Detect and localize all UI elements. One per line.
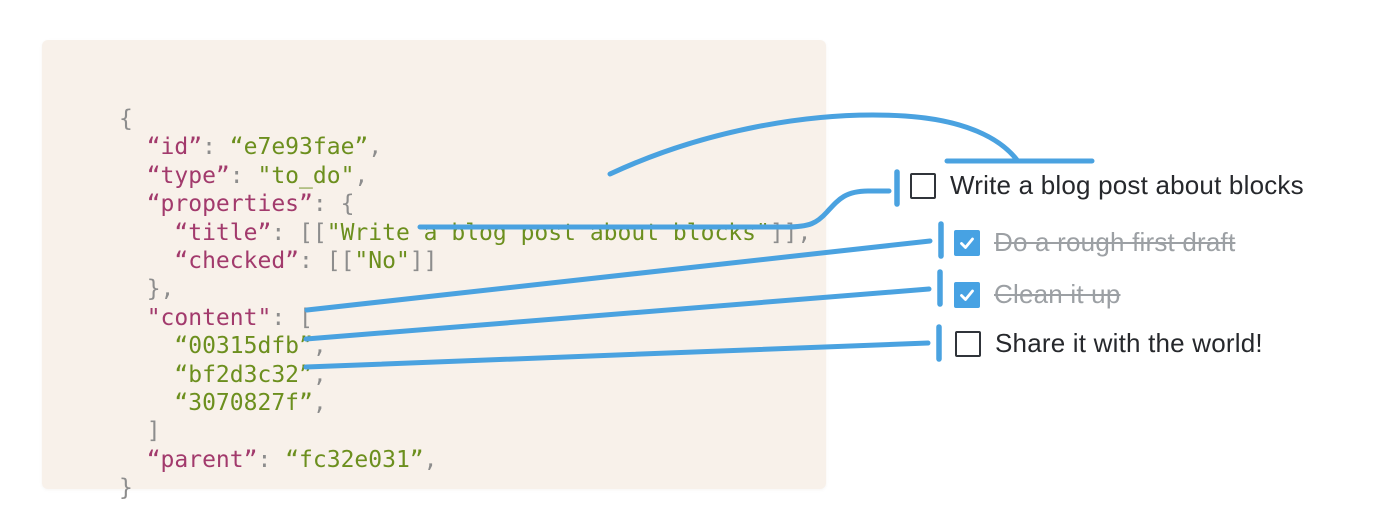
code-token: :: [202, 134, 230, 161]
code-line: “parent”: “fc32e031”,: [119, 446, 811, 474]
todo-item: Do a rough first draft: [954, 227, 1236, 257]
code-token: “3070827f”: [119, 389, 313, 416]
code-token: {: [119, 106, 133, 132]
code-token: : [[: [271, 219, 327, 246]
code-line: }: [119, 474, 811, 502]
code-line: “3070827f”,: [119, 389, 811, 417]
checkbox-checked-icon[interactable]: [954, 281, 980, 308]
todo-label: Do a rough first draft: [994, 227, 1236, 257]
code-token: “type”: [119, 162, 230, 189]
todo-item: Write a blog post about blocks: [910, 170, 1304, 200]
code-line: “bf2d3c32”,: [119, 361, 811, 389]
code-token: },: [119, 276, 175, 303]
code-token: ,: [354, 162, 369, 189]
todo-item: Share it with the world!: [955, 328, 1263, 358]
code-line: "content": [: [119, 304, 811, 332]
code-line: “type”: "to_do",: [119, 162, 811, 190]
code-token: “fc32e031”: [285, 446, 424, 473]
checkbox-unchecked-icon[interactable]: [955, 330, 981, 357]
todo-label: Write a blog post about blocks: [950, 170, 1304, 200]
code-token: ,: [423, 446, 438, 473]
code-token: “00315dfb”: [119, 333, 313, 360]
code-token: “parent”: [119, 446, 258, 473]
code-token: "No": [354, 247, 410, 274]
code-token: }: [119, 475, 133, 502]
code-token: ,: [312, 333, 327, 360]
code-panel: { “id”: “e7e93fae”, “type”: "to_do", “pr…: [42, 40, 826, 501]
code-line: “00315dfb”,: [119, 332, 811, 360]
code-token: :: [229, 162, 258, 189]
code-token: ,: [368, 134, 383, 161]
code-token: :: [257, 446, 286, 473]
code-token: :: [312, 191, 341, 218]
code-token: ]: [119, 418, 161, 445]
code-token: ,: [312, 389, 327, 416]
code-line: “properties”: {: [119, 190, 811, 218]
checkbox-checked-icon[interactable]: [954, 229, 980, 256]
code-line: “checked”: [["No"]]: [119, 247, 811, 275]
code-token: “e7e93fae”: [229, 134, 369, 161]
code-line: “title”: [["Write a blog post about bloc…: [119, 219, 811, 247]
code-line: “id”: “e7e93fae”,: [119, 133, 811, 161]
code-token: ]],: [769, 219, 812, 246]
code-token: : [: [271, 304, 313, 331]
code-block: { “id”: “e7e93fae”, “type”: "to_do", “pr…: [119, 105, 811, 502]
code-token: “id”: [119, 134, 203, 161]
checkbox-unchecked-icon[interactable]: [910, 172, 936, 199]
code-line: },: [119, 275, 811, 303]
todo-label: Share it with the world!: [995, 328, 1263, 358]
code-line: {: [119, 105, 811, 133]
code-token: ]]: [409, 247, 438, 274]
code-line: ]: [119, 417, 811, 445]
code-token: "to_do": [257, 162, 355, 189]
code-token: {: [340, 191, 355, 218]
code-token: ,: [312, 361, 327, 388]
code-token: “properties”: [119, 191, 313, 218]
todo-item: Clean it up: [954, 279, 1121, 309]
code-token: : [[: [299, 247, 355, 274]
code-token: "Write a blog post about blocks": [326, 219, 770, 246]
code-token: “checked”: [119, 247, 300, 274]
code-token: “bf2d3c32”: [119, 361, 313, 388]
todo-label: Clean it up: [994, 279, 1121, 309]
code-token: “title”: [119, 219, 272, 246]
code-token: "content": [119, 304, 272, 331]
